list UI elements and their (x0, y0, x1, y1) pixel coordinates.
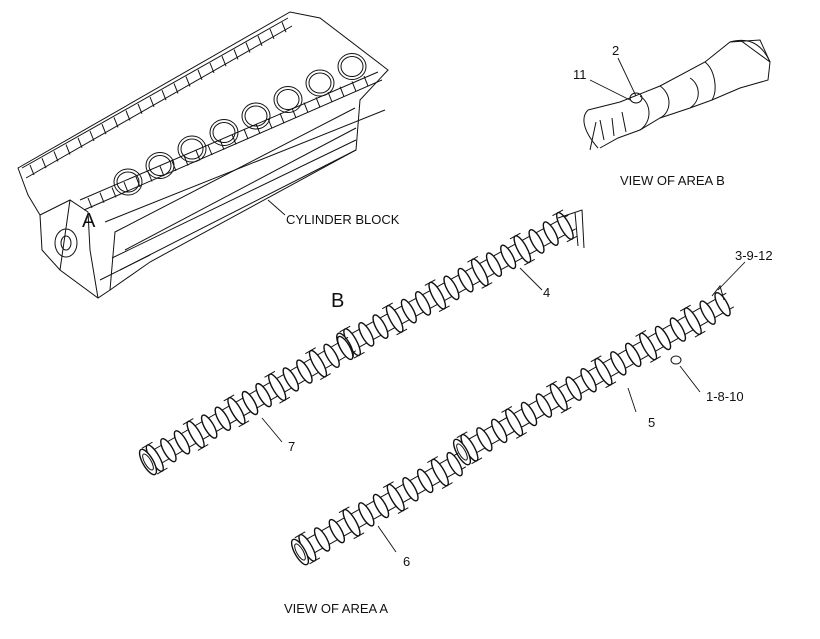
area-b-marker: B (331, 290, 345, 312)
cam-lobe (500, 244, 517, 270)
cam-lobe (416, 468, 434, 494)
callout-7: 7 (288, 439, 296, 454)
cam-lobe (328, 518, 346, 544)
cam-lobe (594, 357, 613, 386)
cam-lobe (358, 322, 375, 347)
cam-lobe (446, 451, 463, 477)
area-b-detail-illustration (583, 39, 771, 151)
cam-lobe (173, 430, 191, 455)
view-area-a-caption: VIEW OF AREA A (284, 601, 389, 616)
callout-4: 4 (543, 285, 551, 300)
cam-lobe (443, 275, 460, 301)
camshaft-6-illustration (290, 451, 467, 566)
cam-lobe (372, 493, 390, 519)
cam-lobe (565, 376, 582, 401)
cylinder-block-label: CYLINDER BLOCK (286, 212, 400, 227)
cam-lobe (160, 438, 177, 463)
cam-lobe (200, 414, 218, 439)
cam-lobe (323, 343, 340, 368)
callout-5: 5 (648, 415, 656, 430)
callout-1-8-10: 1-8-10 (706, 389, 744, 404)
cam-lobe (505, 408, 524, 437)
cylinder-bore (209, 119, 239, 146)
cam-lobe (714, 291, 731, 317)
cylinder-bore (177, 135, 207, 163)
cylinder-bore (337, 53, 367, 80)
cam-lobe (683, 307, 702, 336)
leader-lines (261, 57, 746, 553)
fitting-1-8-10 (670, 355, 682, 365)
cam-lobe (639, 332, 658, 361)
cam-lobe (414, 291, 432, 316)
cylinder-bore (241, 102, 271, 130)
cam-lobe (313, 527, 331, 552)
cam-lobe (669, 317, 687, 342)
camshaft-5-illustration (452, 291, 735, 466)
cylinder-bore (113, 168, 143, 196)
callout-11: 11 (573, 67, 587, 82)
cam-lobe (296, 359, 313, 384)
bolt-3-9-12 (711, 284, 725, 301)
cylinder-bore (273, 86, 303, 113)
camshaft-4-end-bracket (557, 209, 585, 249)
cam-lobe (485, 252, 503, 277)
cam-lobe (255, 382, 272, 408)
view-area-b-caption: VIEW OF AREA B (620, 173, 725, 188)
cam-lobe (580, 367, 597, 393)
cam-lobe (624, 342, 642, 368)
cam-lobe (336, 335, 354, 361)
cam-lobe (520, 401, 538, 427)
callout-6: 6 (403, 554, 411, 569)
callout-2: 2 (612, 43, 620, 58)
cylinder-block-illustration (17, 11, 389, 299)
cylinder-bore (305, 69, 335, 97)
cam-lobe (241, 390, 259, 416)
cam-lobe (549, 383, 568, 412)
cam-lobe (610, 351, 627, 376)
camshaft-7-illustration (138, 335, 357, 476)
callout-3-9-12: 3-9-12 (735, 248, 773, 263)
cam-lobe (358, 502, 375, 527)
cam-lobe (402, 477, 419, 502)
cam-lobe (542, 221, 559, 246)
cam-lobe (476, 427, 493, 452)
cam-lobe (372, 314, 389, 339)
cam-lobe (282, 367, 300, 392)
cam-lobe (457, 267, 474, 293)
area-a-marker: A (82, 210, 96, 232)
cam-lobe (490, 418, 508, 444)
cam-lobe (535, 393, 553, 418)
cam-lobe (400, 298, 417, 324)
cam-lobe (654, 325, 672, 351)
cam-lobe (214, 406, 232, 431)
cam-lobe (699, 300, 716, 325)
camshaft-4-illustration (336, 209, 578, 360)
cam-lobe (528, 229, 545, 254)
